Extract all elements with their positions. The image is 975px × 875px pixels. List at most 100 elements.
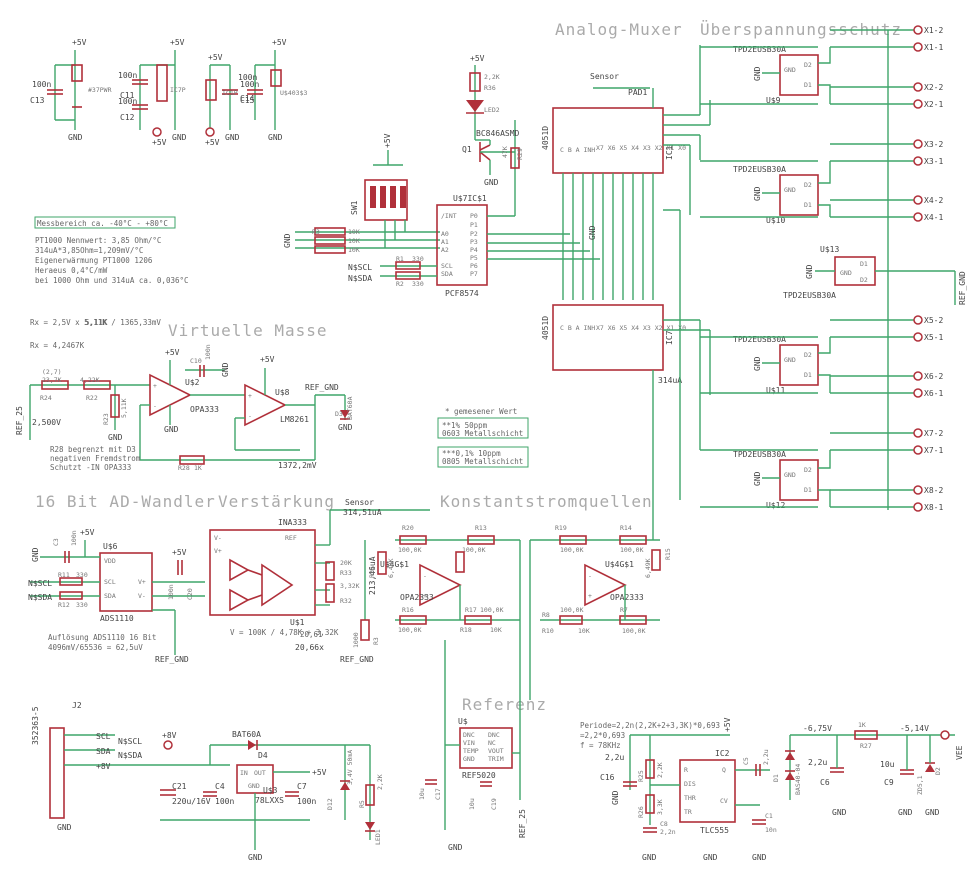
reg-ref: U$3: [263, 786, 278, 795]
connector-x6-1[interactable]: X6-1: [830, 388, 943, 398]
vg-gnd: GND: [108, 433, 123, 442]
tlc-note-3: f = 78KHz: [580, 741, 621, 750]
q1-5v: +5V: [470, 54, 485, 63]
r32-val: 3,32K: [340, 582, 360, 590]
r21-val: 6,49K: [387, 558, 395, 578]
info-line-5: bei 1000 Ohm und 314uA ca. 0,036°C: [35, 276, 189, 285]
tlc-pin-tr: TR: [684, 808, 692, 816]
connector-x4-1[interactable]: X4-1: [830, 212, 943, 222]
c5-ref: C5: [742, 757, 750, 765]
op1-5v: +5V: [165, 348, 180, 357]
op1-ref: U$2: [185, 378, 200, 387]
j2-part: 352363-5: [31, 706, 40, 745]
connector-x7-2[interactable]: X7-2: [830, 428, 943, 438]
tvs-gnd: GND: [753, 356, 762, 371]
connector-label: X6-2: [924, 372, 943, 381]
ic7-x-pins: X7 X6 X5 X4 X3 X2 X1 X0: [596, 324, 686, 332]
cp-gnd-3: GND: [925, 808, 940, 817]
cp-gnd-1: GND: [832, 808, 847, 817]
title-analog-muxer: Analog-Muxer: [555, 20, 683, 39]
connector-x5-2[interactable]: X5-2: [830, 315, 943, 325]
ref-gnd: GND: [448, 843, 463, 852]
c20-5v: +5V: [172, 548, 187, 557]
tvs-gnd-pin: GND: [784, 66, 796, 74]
r24-val2: 23,7K: [42, 376, 62, 384]
ina-gain-result: 20,61: [300, 630, 323, 639]
c5-val: 2,2u: [762, 749, 770, 765]
tvs-gnd: GND: [753, 66, 762, 81]
pcf-pin-a1: A1: [441, 238, 449, 246]
connector-label: X8-1: [924, 503, 943, 512]
tvs-d2: D2: [804, 351, 812, 359]
adc-ads1110: U$6 ADS1110 VDD SCL SDA V+ V- C3 100n GN…: [28, 528, 205, 664]
ic7-part: 4051D: [541, 316, 550, 340]
connector-x6-2[interactable]: X6-2: [830, 371, 943, 381]
tvs-d1: D1: [804, 81, 812, 89]
info-box: Messbereich ca. -40°C - +80°C PT1000 Nen…: [34, 216, 189, 285]
tlc-ref: IC2: [715, 749, 730, 758]
c11-part: IC7P: [170, 86, 186, 94]
adc-ref: U$6: [103, 542, 118, 551]
pcf-pin-a2: A2: [441, 246, 449, 254]
ps-gnd: GND: [248, 853, 263, 862]
r20-ref: R20: [402, 524, 414, 532]
c15-ref: C15: [240, 96, 255, 105]
tol-a2: 0603 Metallschicht: [442, 429, 523, 438]
pcf-pin-sda: SDA: [441, 270, 453, 278]
c21-val: 220u/16V: [172, 797, 211, 806]
cs-right-part: OPA2333: [610, 593, 644, 602]
connector-x7-1[interactable]: X7-1: [830, 445, 943, 455]
adc-gnd: GND: [31, 547, 40, 562]
vm-formula-2: 5,11K: [85, 318, 108, 327]
connector-x1-2[interactable]: X1-2: [830, 25, 943, 35]
connector-x2-1[interactable]: X2-1: [830, 99, 943, 109]
pcf-pin-p6: P6: [470, 262, 478, 270]
tvs-d2: D2: [804, 181, 812, 189]
power-supply: +8V BAT60A D4 IN OUT GND U$3 78LXXS C21 …: [160, 730, 384, 862]
r28-val: 1K: [194, 464, 202, 472]
r14-val: 100,0K: [620, 546, 644, 554]
adc-sda-pin: SDA: [104, 592, 116, 600]
c12-value: 100n: [118, 97, 137, 106]
connector-x3-1[interactable]: X3-1: [830, 156, 943, 166]
connector-label: X2-1: [924, 100, 943, 109]
c16-val: 2,2u: [605, 753, 624, 762]
tlc-pin-r: R: [684, 766, 688, 774]
c3-val: 100n: [70, 530, 78, 546]
q1-part: BC846ASMD: [476, 129, 520, 138]
r4-val: 10K: [348, 237, 360, 245]
tlc-gnd-right: GND: [752, 853, 767, 862]
mux-gnd: GND: [588, 225, 597, 240]
d2-ref: D2: [934, 767, 942, 775]
connector-x5-1[interactable]: X5-1: [830, 332, 943, 342]
c13-value: 100n: [32, 80, 51, 89]
r17-ref: R17: [465, 606, 477, 614]
cp-514v: -5,14V: [900, 724, 929, 733]
r5-val: 10K: [348, 246, 360, 254]
d2-part: ZD5,1: [916, 775, 924, 795]
connector-x8-2[interactable]: X8-2: [830, 485, 943, 495]
r3-ref: R3: [312, 228, 320, 236]
pcf-sda-net: N$SDA: [348, 274, 372, 283]
ina-sensor-label: Sensor: [345, 498, 374, 507]
r22-ref: R22: [86, 394, 98, 402]
c4-ref: C4: [215, 782, 225, 791]
connector-x8-1[interactable]: X8-1: [830, 502, 943, 512]
pull-gnd: GND: [283, 233, 292, 248]
connector-x3-2[interactable]: X3-2: [830, 139, 943, 149]
connector-j2: 352363-5 J2 SCL SDA +8V N$SCL N$SDA GND: [31, 701, 165, 832]
transistor-q1: +5V 2,2K R36 LED2 BC846ASMD Q1 R29 47K G…: [462, 54, 524, 187]
connector-x2-2[interactable]: X2-2: [830, 82, 943, 92]
connector-label: X2-2: [924, 83, 943, 92]
r18-val: 10K: [490, 626, 502, 634]
r2-ref: R2: [396, 280, 404, 288]
adc-res-2: 4096mV/65536 = 62,5uV: [48, 643, 143, 652]
j2-scl: SCL: [96, 732, 111, 741]
c8-ref: C8: [660, 820, 668, 828]
connector-x4-2[interactable]: X4-2: [830, 195, 943, 205]
c10-val: 100n: [204, 344, 212, 360]
ref-pin-trim: TRIM: [488, 755, 504, 763]
connector-x1-1[interactable]: X1-1: [830, 42, 943, 52]
